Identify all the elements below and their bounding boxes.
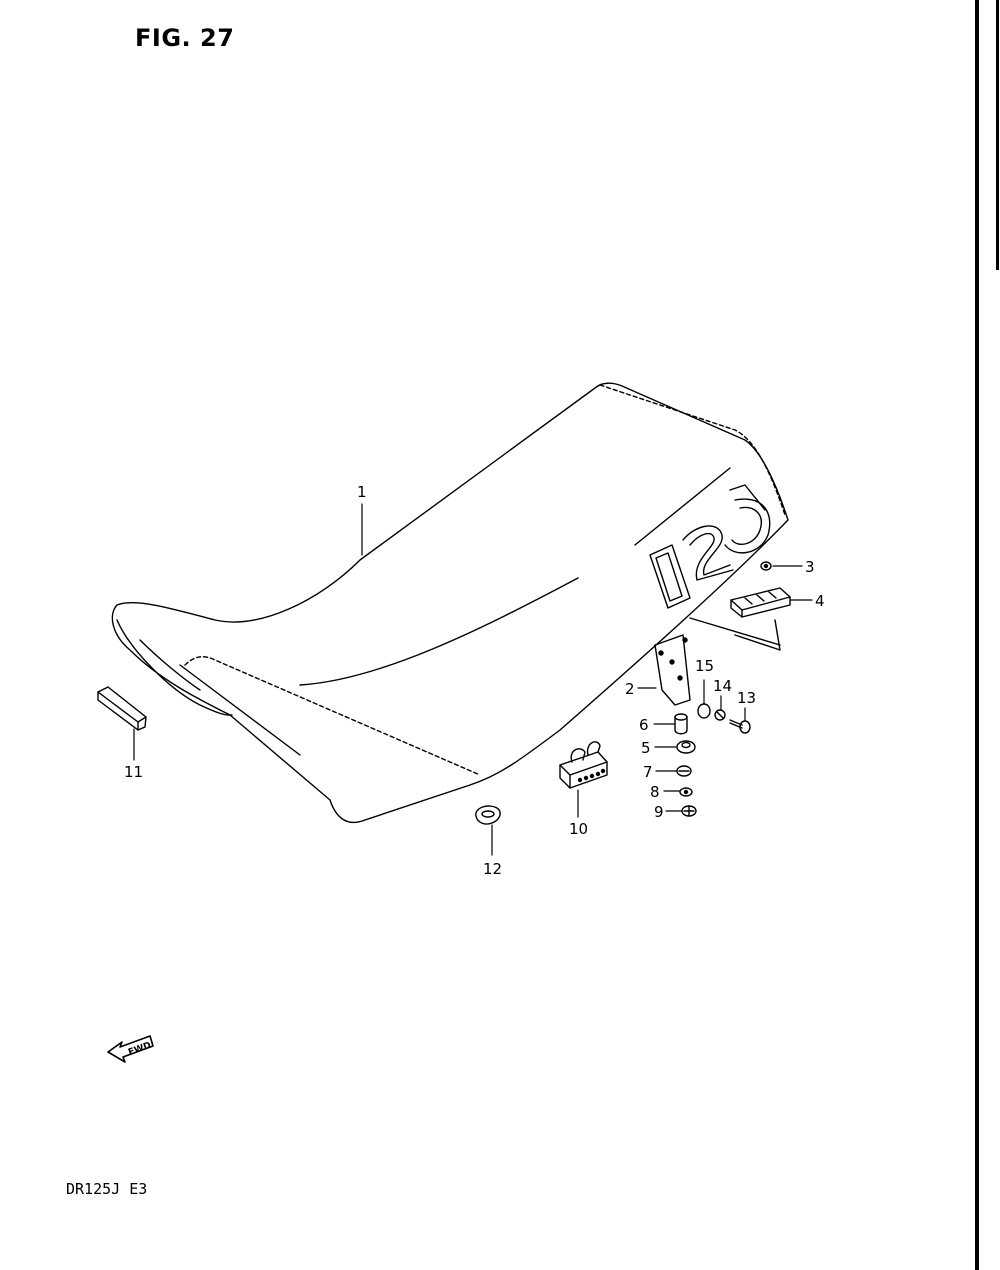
callout-1: 1 [357, 483, 367, 501]
callout-3: 3 [805, 558, 815, 576]
figure-title: FIG. 27 [135, 24, 235, 52]
callout-15: 15 [695, 657, 714, 675]
callout-5: 5 [641, 739, 651, 757]
front-plate-part-11[interactable] [97, 686, 147, 731]
callout-6: 6 [639, 716, 649, 734]
model-code: DR125J E3 [66, 1180, 148, 1198]
scan-edge-line-right [996, 0, 999, 270]
fwd-arrow-icon [107, 1035, 154, 1063]
washer-part-5[interactable] [676, 740, 696, 754]
seat-125-graphic [649, 484, 771, 609]
callout-11: 11 [124, 763, 143, 781]
callout-10: 10 [569, 820, 588, 838]
grommet-part-12[interactable] [475, 805, 501, 825]
seat-bracket[interactable] [654, 634, 691, 706]
cushion-part-4[interactable] [730, 587, 791, 618]
scan-edge-line [975, 0, 979, 1270]
leader-lines [133, 503, 813, 856]
callout-13: 13 [737, 689, 756, 707]
callout-2: 2 [625, 680, 635, 698]
callout-8: 8 [650, 783, 660, 801]
callout-12: 12 [483, 860, 502, 878]
cushion-part-10[interactable] [559, 741, 608, 789]
callout-labels: 1 2 3 4 5 6 7 8 9 10 11 12 13 14 15 [124, 483, 825, 878]
collar-part-6[interactable] [674, 713, 688, 735]
callout-14: 14 [713, 677, 732, 695]
callout-9: 9 [654, 803, 664, 821]
washer-part-15[interactable] [697, 703, 711, 719]
callout-7: 7 [643, 763, 653, 781]
nut-part-3[interactable] [760, 561, 772, 571]
bolt-part-13[interactable] [729, 719, 751, 734]
seat[interactable] [111, 382, 789, 824]
callout-4: 4 [815, 592, 825, 610]
cap-nut-part-9[interactable] [681, 805, 697, 817]
washer-part-7[interactable] [676, 765, 692, 777]
lock-washer-part-14[interactable] [714, 709, 726, 721]
nut-part-8[interactable] [679, 787, 693, 797]
